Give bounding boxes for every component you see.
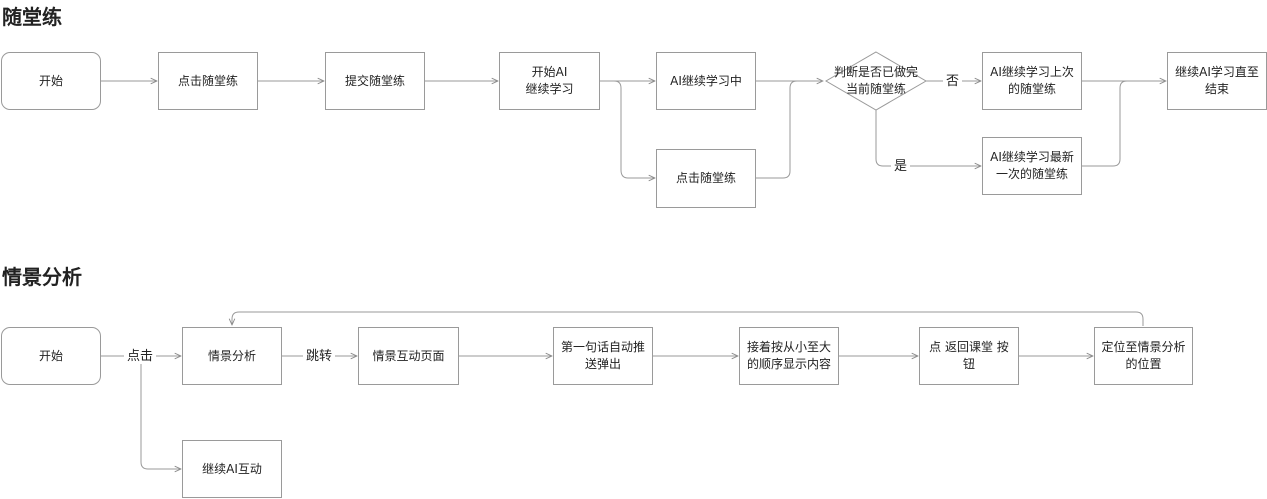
edge-click2-decision <box>756 80 823 179</box>
node-decision-text: 判断是否已做完 当前随堂练 <box>833 65 918 96</box>
node-ai-last: AI继续学习上次 的随堂练 <box>982 52 1082 110</box>
node-continue-ai: 继续AI互动 <box>182 440 282 498</box>
section-title-practice: 随堂练 <box>2 5 62 29</box>
node-submit-practice: 提交随堂练 <box>325 52 425 110</box>
node-auto-push: 第一句话自动推 送弹出 <box>553 327 653 385</box>
node-scene-analysis: 情景分析 <box>182 327 282 385</box>
edge-label-click: 点击 <box>124 349 157 364</box>
edge-label-jump: 跳转 <box>303 349 336 364</box>
node-start-ai: 开始AI 继续学习 <box>499 52 600 110</box>
node-end: 继续AI学习直至 结束 <box>1167 52 1267 110</box>
edge-locate-scene <box>232 311 1144 326</box>
node-start-1: 开始 <box>1 52 101 110</box>
edge-ailatest-end <box>1082 80 1166 167</box>
node-click-practice: 点击随堂练 <box>158 52 258 110</box>
node-start-2: 开始 <box>1 327 101 385</box>
node-interactive-page: 情景互动页面 <box>358 327 459 385</box>
edge-label-yes: 是 <box>891 159 911 174</box>
edge-startai-click2 <box>600 80 655 178</box>
node-back-button: 点 返回课堂 按 钮 <box>919 327 1019 385</box>
section-title-scene: 情景分析 <box>2 265 82 289</box>
node-order-display: 接着按从小至大 的顺序显示内容 <box>739 327 839 385</box>
edge-start2-continue <box>140 356 181 469</box>
edge-decision-yes <box>875 110 981 166</box>
decision-diamond <box>825 51 927 111</box>
node-locate: 定位至情景分析 的位置 <box>1094 327 1193 385</box>
node-click-practice-2: 点击随堂练 <box>656 149 756 208</box>
edge-label-no: 否 <box>943 74 963 89</box>
node-ai-latest: AI继续学习最新 一次的随堂练 <box>982 137 1082 195</box>
node-ai-learning: AI继续学习中 <box>656 52 756 110</box>
